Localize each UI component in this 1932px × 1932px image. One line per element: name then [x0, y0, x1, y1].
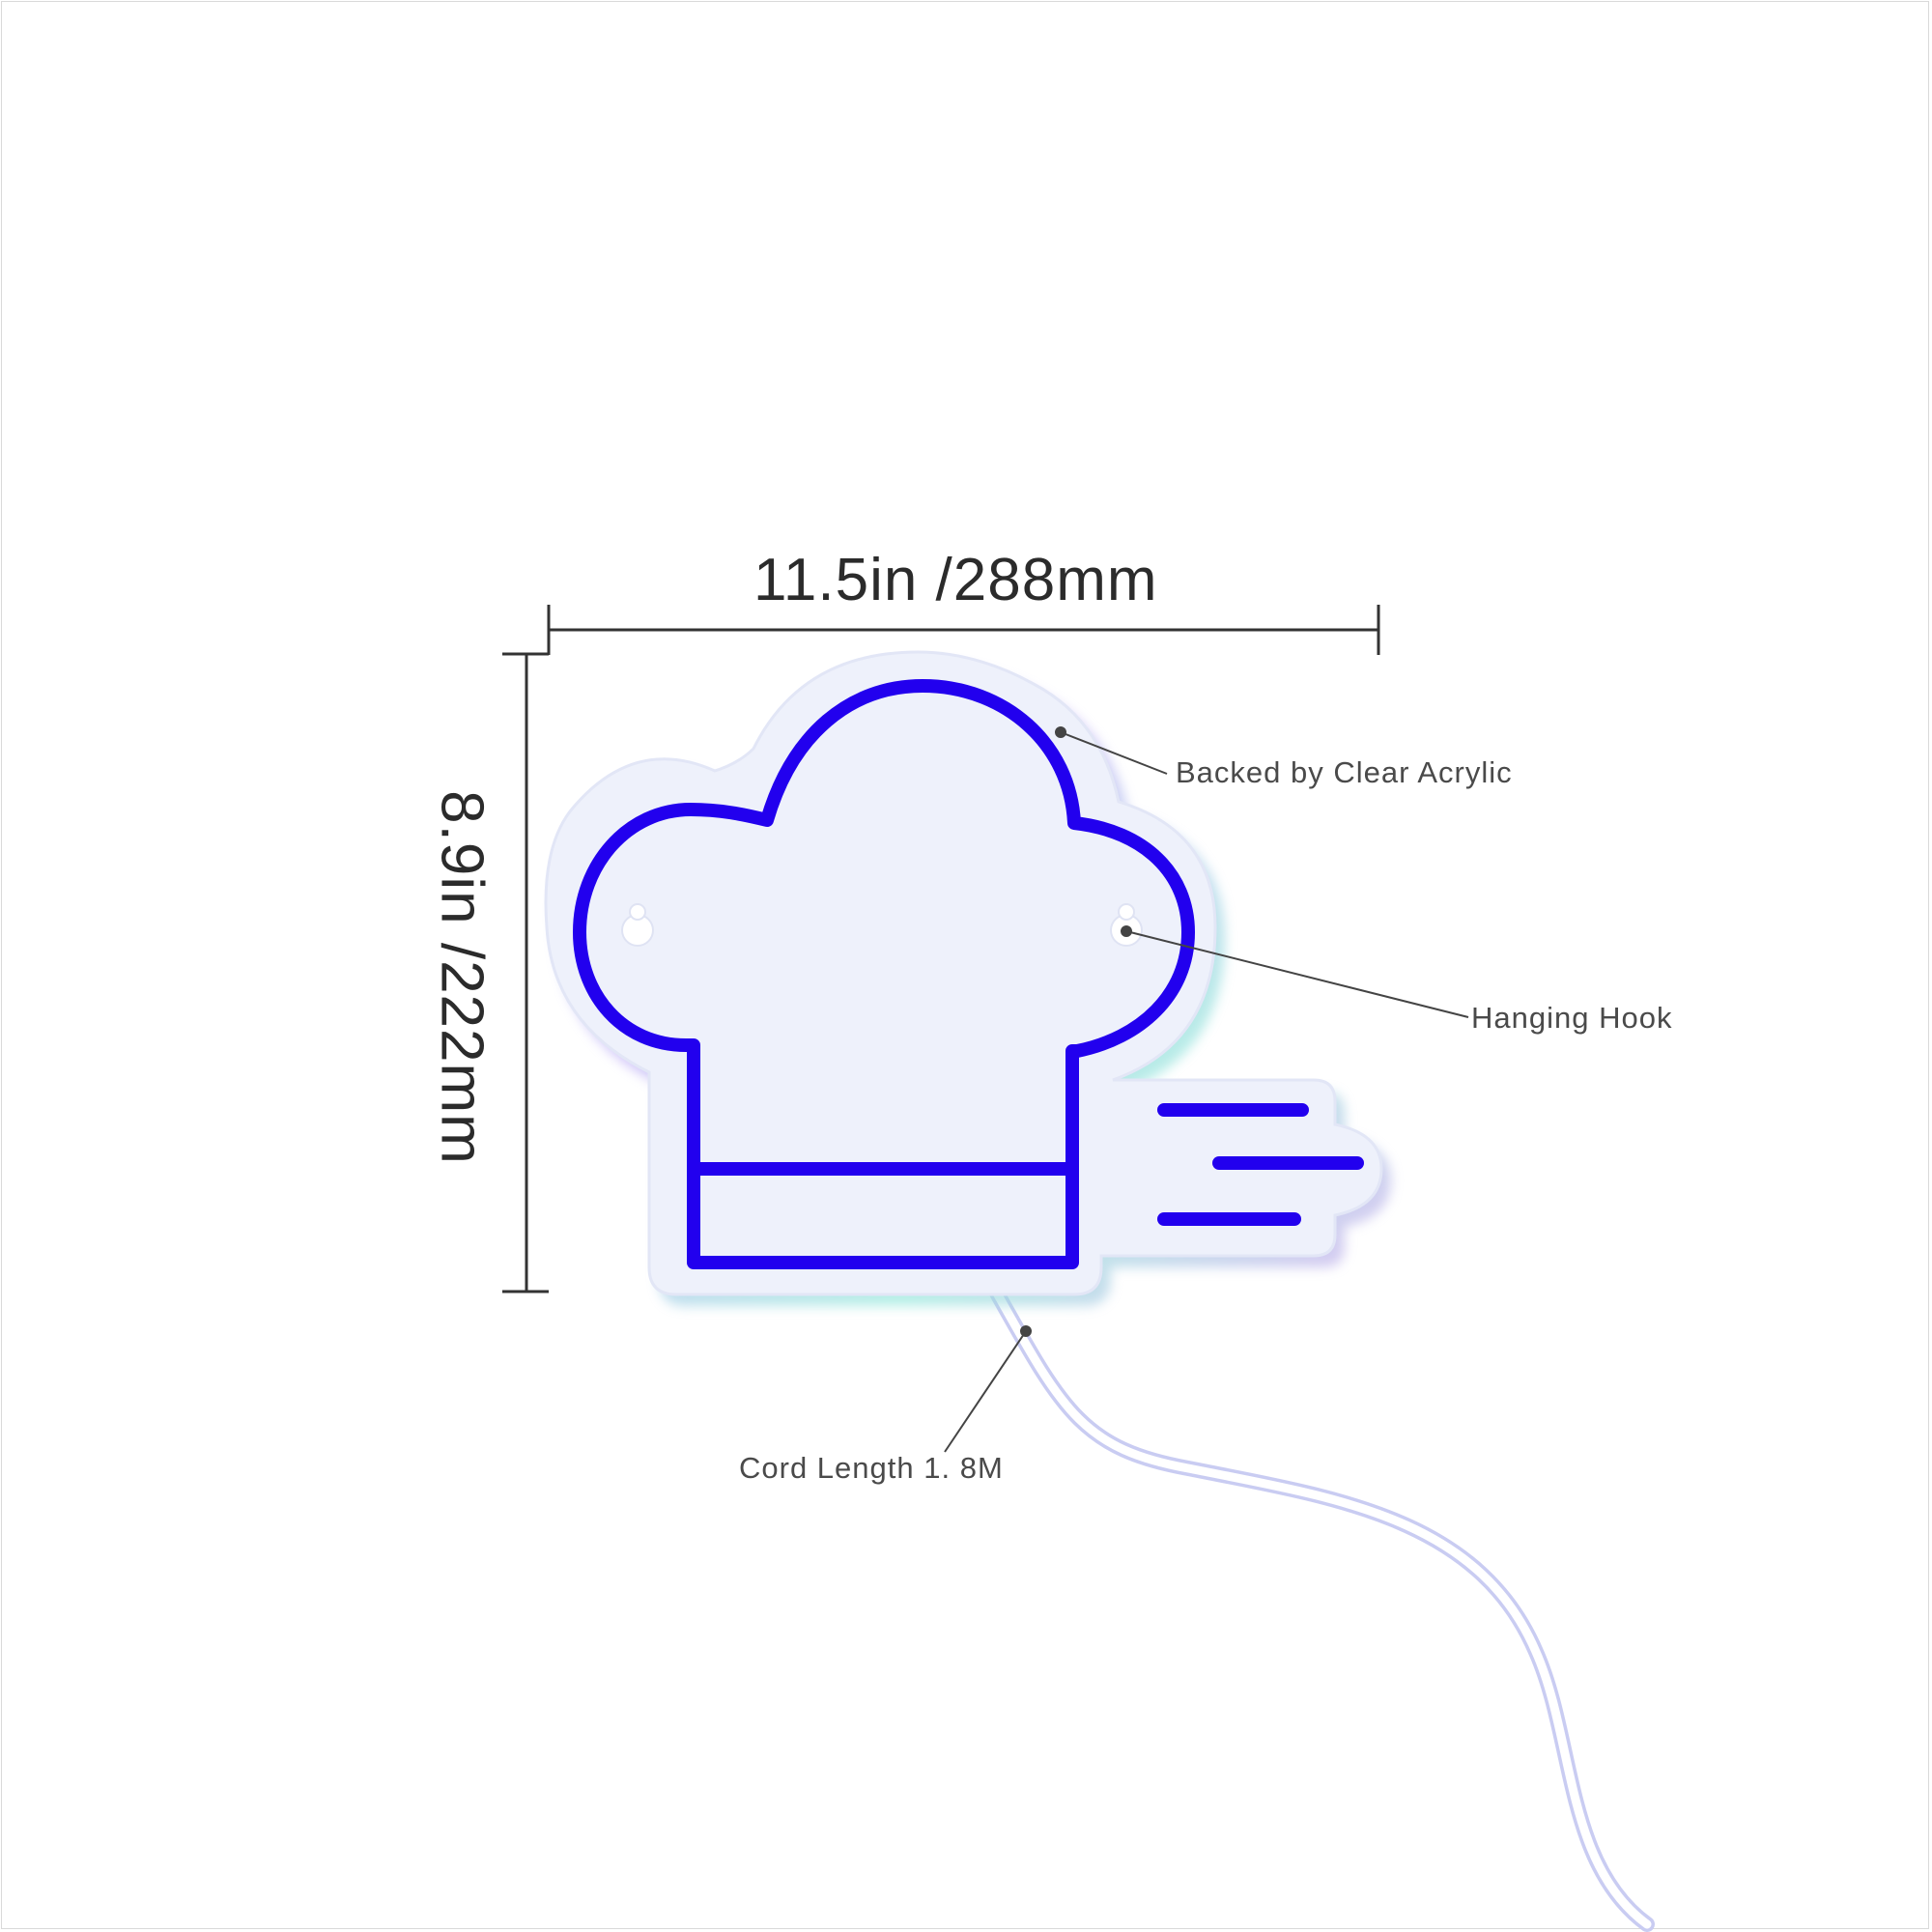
cord-callout-label: Cord Length 1. 8M: [739, 1451, 1004, 1485]
height-dimension-label: 8.9in /222mm: [428, 790, 496, 1165]
width-dimension-label: 11.5in /288mm: [753, 547, 1158, 613]
callout-leader-lines: [944, 726, 1469, 1453]
acrylic-backing: [544, 650, 1383, 1296]
chef-hat-icon: [573, 679, 1195, 1269]
power-cord: [987, 1282, 1655, 1932]
width-dimension-line: [547, 605, 1380, 655]
hook-callout-label: Hanging Hook: [1471, 1001, 1673, 1035]
height-dimension-line: [502, 652, 549, 1293]
hanging-hook-left: [621, 903, 654, 947]
speed-lines-icon: [1157, 1103, 1364, 1226]
acrylic-callout-label: Backed by Clear Acrylic: [1176, 755, 1513, 789]
